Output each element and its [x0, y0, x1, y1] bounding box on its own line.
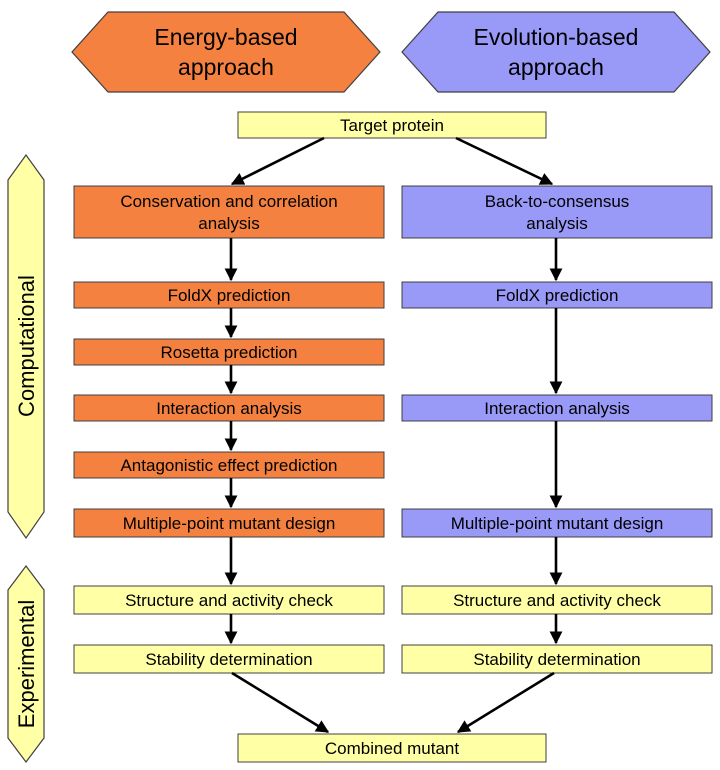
- left-stability-box: [73, 644, 385, 674]
- evolution-header-line2: approach: [508, 54, 604, 80]
- right-structure-check-box: [401, 585, 713, 615]
- energy-header-line1: Energy-based: [154, 24, 297, 50]
- evolution-foldx-label: FoldX prediction: [496, 286, 619, 305]
- energy-multipoint-box: [73, 508, 385, 538]
- consensus-analysis-line1: Back-to-consensus: [485, 192, 630, 211]
- right-stability-box: [401, 644, 713, 674]
- consensus-analysis-line2: analysis: [526, 214, 587, 233]
- computational-side-hexagon: [7, 153, 45, 540]
- evolution-interaction-box: [401, 394, 713, 422]
- target-protein-box: [237, 111, 547, 139]
- left-structure-check-box: [73, 585, 385, 615]
- consensus-analysis-box: [401, 185, 713, 239]
- conservation-analysis-line2: analysis: [198, 214, 259, 233]
- energy-foldx-label: FoldX prediction: [168, 286, 291, 305]
- antagonistic-box: [73, 451, 385, 479]
- combined-mutant-box: [237, 733, 547, 763]
- experimental-side-label: Experimental: [14, 600, 39, 728]
- energy-foldx-box: [73, 281, 385, 309]
- left-stability-label: Stability determination: [145, 650, 312, 669]
- energy-multipoint-label: Multiple-point mutant design: [123, 514, 336, 533]
- energy-header-line2: approach: [178, 54, 274, 80]
- right-structure-check-label: Structure and activity check: [453, 591, 661, 610]
- rosetta-box: [73, 338, 385, 366]
- right-stability-label: Stability determination: [473, 650, 640, 669]
- energy-interaction-label: Interaction analysis: [156, 399, 302, 418]
- computational-side-label: Computational: [14, 275, 39, 417]
- target-protein-label: Target protein: [340, 116, 444, 135]
- combined-mutant-label: Combined mutant: [325, 739, 459, 758]
- conservation-analysis-line1: Conservation and correlation: [120, 192, 337, 211]
- flow-arrows: [224, 136, 563, 734]
- arrow-left-stability-to-combined: [231, 671, 330, 734]
- evolution-multipoint-box: [401, 508, 713, 538]
- arrow-target-to-consensus: [455, 136, 554, 186]
- rosetta-label: Rosetta prediction: [160, 343, 297, 362]
- evolution-interaction-label: Interaction analysis: [484, 399, 630, 418]
- evolution-header-hexagon: [401, 11, 711, 93]
- antagonistic-label: Antagonistic effect prediction: [120, 456, 337, 475]
- evolution-header-line1: Evolution-based: [474, 24, 639, 50]
- evolution-multipoint-label: Multiple-point mutant design: [451, 514, 664, 533]
- conservation-analysis-box: [73, 185, 385, 239]
- energy-interaction-box: [73, 394, 385, 422]
- arrow-target-to-conservation: [230, 136, 325, 186]
- arrow-right-stability-to-combined: [456, 671, 555, 734]
- experimental-side-hexagon: [7, 565, 45, 763]
- left-structure-check-label: Structure and activity check: [125, 591, 333, 610]
- evolution-foldx-box: [401, 281, 713, 309]
- energy-header-hexagon: [71, 11, 381, 93]
